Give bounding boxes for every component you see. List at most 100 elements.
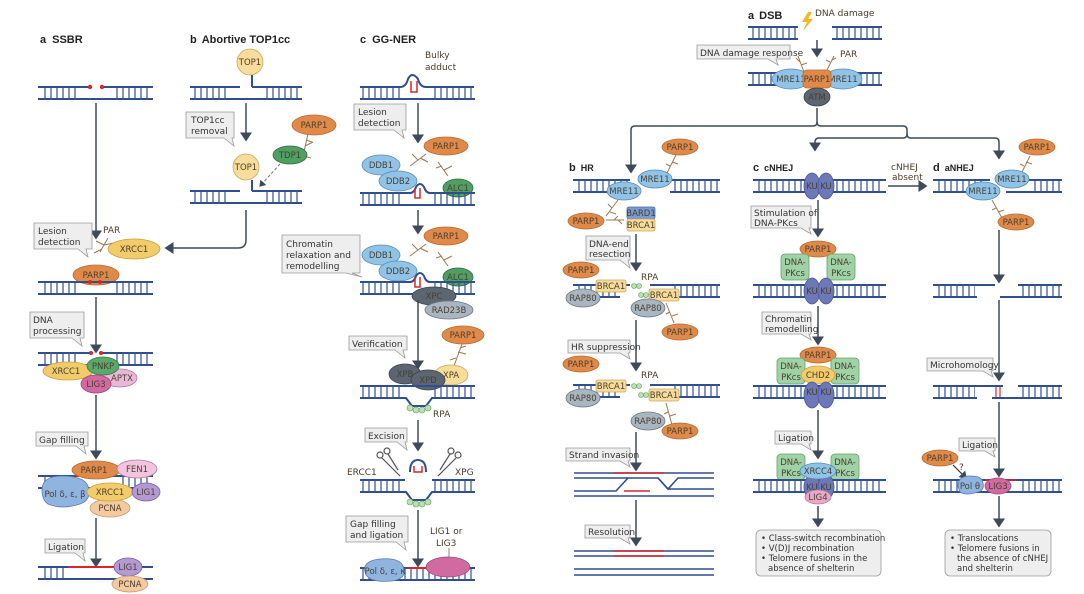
svg-text:XRCC1: XRCC1 [52,367,81,377]
svg-text:• V(D)J recombination: • V(D)J recombination [761,544,854,554]
protein-lig [425,556,471,578]
protein-parp1: PARP1 [921,449,959,467]
excised-fragment [409,458,427,473]
dna-duplex [573,179,720,193]
protein-ddb1: DDB1 [361,244,401,266]
lig-label: LIG3 [436,539,456,549]
svg-text:PCNA: PCNA [118,580,141,590]
dna-damage-label: DNA damage [815,9,875,19]
anhej-outcomes-box: • Translocations • Telomere fusions in t… [944,529,1052,577]
svg-text:DNA: DNA [33,316,54,326]
svg-text:Resolution: Resolution [588,528,635,538]
svg-text:DNA damage response: DNA damage response [700,49,804,59]
svg-text:LIG1: LIG1 [118,563,137,573]
protein-brca1: BRCA1 [626,218,656,232]
dna-duplex [38,84,153,100]
svg-text:KU: KU [820,388,832,398]
step-callout-verification: Verification [348,335,408,360]
step-callout-strand-invasion: Strand invasion [565,447,639,468]
rpa-label: RPA [641,273,659,283]
protein-ku: KU [803,172,821,200]
protein-pcna: PCNA [111,575,149,593]
svg-text:LIG3: LIG3 [988,482,1007,492]
svg-text:MRE11: MRE11 [968,187,997,197]
lig-label: LIG1 or [430,527,463,537]
svg-text:and shelterin: and shelterin [957,564,1013,574]
svg-text:RAP80: RAP80 [569,394,596,404]
dna-duplex [748,26,882,40]
svg-text:TOP1: TOP1 [234,163,257,173]
svg-text:Pol δ, ε, κ: Pol δ, ε, κ [365,567,406,577]
dashed-arrow [259,163,281,187]
svg-text:Microhomology: Microhomology [930,361,999,371]
protein-parp1: PARP1 [567,212,605,230]
svg-text:DNA-: DNA- [834,362,856,372]
svg-text:Pol δ, ε, β: Pol δ, ε, β [44,490,85,500]
par-label: PAR [103,226,120,236]
svg-text:PARP1: PARP1 [81,466,108,476]
protein-parp1: PARP1 [661,323,699,341]
protein-parp1: PARP1 [1018,138,1056,156]
protein-mre11: MRE11 [771,68,811,90]
protein-dna-pkcs: DNA-PKcs [776,453,806,481]
step-callout-lesion-detection: Lesion detection [33,222,93,259]
protein-parp1: PARP1 [997,213,1035,231]
protein-parp1: PARP1 [661,422,699,440]
dna-duplex [360,74,475,100]
protein-ku: KU [817,172,835,200]
lightning-icon [802,12,813,31]
protein-atm: ATM [803,87,831,107]
dna-duplex [190,75,302,100]
protein-lig1: LIG1 [131,482,161,502]
svg-text:DDB2: DDB2 [386,267,410,277]
rpa-label: RPA [433,410,451,420]
protein-pol: Pol δ, ε, β [41,475,90,508]
protein-mre11: MRE11 [965,181,1001,201]
protein-ku: KU [817,381,835,409]
par-chain-icon [991,199,1005,219]
svg-text:DDB1: DDB1 [369,251,393,261]
cnhej-outcomes-box: • Class-switch recombination • V(D)J rec… [755,529,885,577]
protein-dna-pkcs: DNA-PKcs [776,357,806,385]
svg-text:TDP1: TDP1 [278,151,301,161]
protein-mre11: MRE11 [606,181,642,201]
protein-mre11: MRE11 [637,169,673,189]
protein-parp1: PARP1 [562,261,600,279]
svg-text:PKcs: PKcs [835,373,855,383]
svg-text:MRE11: MRE11 [997,175,1026,185]
protein-parp1: PARP1 [423,226,469,246]
dna-duplex [190,180,302,204]
protein-dna-pkcs: DNA-PKcs [780,253,810,281]
svg-text:PKcs: PKcs [785,269,805,279]
svg-text:Lesion: Lesion [358,108,387,118]
svg-text:DNA-end: DNA-end [589,240,629,250]
svg-text:KU: KU [820,287,832,297]
protein-brca1: BRCA1 [595,279,627,293]
adduct-label: adduct [425,63,457,73]
svg-text:APTX: APTX [111,374,133,384]
protein-parp1: PARP1 [291,114,337,136]
dna-duplex [360,183,475,206]
svg-text:• Telomere fusions in: • Telomere fusions in [950,544,1040,554]
protein-rad23b: RAD23B [424,300,474,320]
arrow [809,121,908,152]
cnhej-absent-label: absent [892,173,923,183]
step-callout-dna-damage-response: DNA damage response [696,44,804,66]
protein-lig4: LIG4 [804,489,832,505]
protein-ddb1: DDB1 [361,154,401,176]
svg-text:PARP1: PARP1 [83,271,110,281]
protein-dna-pkcs: DNA-PKcs [830,357,860,385]
svg-text:DNA-: DNA- [830,258,852,268]
svg-text:LIG1: LIG1 [136,488,155,498]
svg-text:TOP1: TOP1 [238,58,261,68]
step-callout-hr-suppression: HR suppression [567,339,641,360]
svg-text:Chromatin: Chromatin [765,315,812,325]
protein-parp1: PARP1 [799,346,837,364]
svg-text:PARP1: PARP1 [667,427,694,437]
svg-text:ATM: ATM [808,93,826,103]
svg-text:PARP1: PARP1 [301,121,328,131]
